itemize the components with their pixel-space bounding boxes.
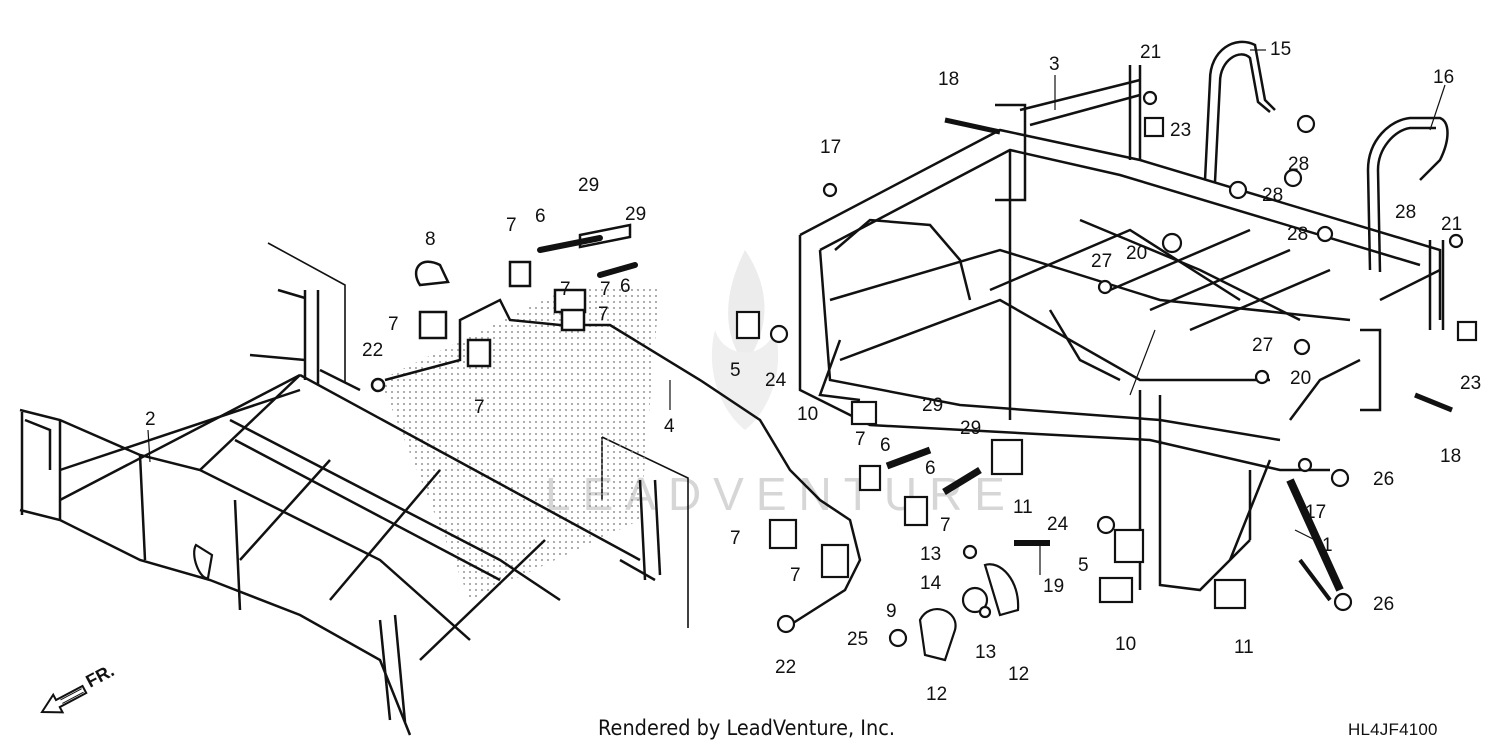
callout-label: 28: [1395, 202, 1416, 223]
callout-label: 26: [1373, 469, 1394, 490]
callout-label: 23: [1460, 373, 1481, 394]
grab-handles: [1203, 40, 1449, 273]
callout-label: 21: [1441, 214, 1462, 235]
callout-label: 10: [1115, 634, 1136, 655]
callout-label: 2: [145, 409, 156, 430]
callout-label: 7: [474, 397, 485, 418]
callout-label: 16: [1433, 67, 1454, 88]
callout-label: 29: [578, 175, 599, 196]
callout-label: 17: [1305, 502, 1326, 523]
callout-label: 7: [790, 565, 801, 586]
callout-label: 17: [820, 137, 841, 158]
callout-label: 5: [730, 360, 741, 381]
callout-label: 13: [920, 544, 941, 565]
callout-label: 27: [1091, 251, 1112, 272]
callout-label: 8: [425, 229, 436, 250]
callout-label: 28: [1287, 224, 1308, 245]
callout-label: 22: [775, 657, 796, 678]
render-credit: Rendered by LeadVenture, Inc.: [598, 716, 895, 740]
callout-label: 23: [1170, 120, 1191, 141]
callout-label: 29: [960, 418, 981, 439]
callout-label: 5: [1078, 555, 1089, 576]
callout-label: 24: [1047, 514, 1069, 535]
callout-label: 18: [938, 69, 959, 90]
callout-label: 10: [797, 404, 818, 425]
callout-label: 24: [765, 370, 787, 391]
callout-label: 26: [1373, 594, 1394, 615]
callout-label: 12: [926, 684, 947, 705]
callout-label: 6: [535, 206, 546, 227]
callout-label: 15: [1270, 39, 1291, 60]
callout-label: 7: [940, 515, 951, 536]
callout-label: 29: [625, 204, 646, 225]
callout-label: 28: [1288, 154, 1309, 175]
callout-label: 21: [1140, 42, 1161, 63]
callout-label: 14: [920, 573, 942, 594]
callout-label: 7: [560, 279, 571, 300]
callout-label: 27: [1252, 335, 1273, 356]
callout-label: 7: [730, 528, 741, 549]
callout-label: 25: [847, 629, 868, 650]
callout-label: 20: [1290, 368, 1311, 389]
leader-lines: [147, 49, 1446, 575]
callout-label: 6: [925, 458, 936, 479]
callout-label: 22: [362, 340, 383, 361]
hardware-parts: [193, 90, 1478, 662]
callout-label: 6: [880, 435, 891, 456]
callout-label: 19: [1043, 576, 1064, 597]
callout-label: 3: [1049, 54, 1060, 75]
callout-label: 13: [975, 642, 996, 663]
cable-assembly: [370, 223, 862, 627]
front-arrow-icon: [40, 684, 88, 714]
left-frame-assembly: [19, 242, 689, 736]
front-label: FR.: [82, 660, 117, 691]
callout-numbers: 1 2 3 4 5 5 6 6 6 6 7 7 7 7 7 7 7 7 7 7 …: [145, 39, 1481, 705]
callout-label: 7: [855, 429, 866, 450]
drawing-code: HL4JF4100: [1348, 720, 1438, 739]
front-direction-indicator: FR.: [40, 660, 117, 714]
right-frame-assembly: [798, 65, 1445, 602]
callout-label: 7: [598, 304, 609, 325]
callout-label: 20: [1126, 243, 1147, 264]
callout-label: 1: [1322, 535, 1333, 556]
callout-label: 7: [506, 215, 517, 236]
callout-label: 12: [1008, 664, 1029, 685]
callout-label: 6: [620, 276, 631, 297]
callout-label: 11: [1234, 637, 1254, 658]
callout-label: 9: [886, 601, 897, 622]
callout-label: 11: [1013, 497, 1033, 518]
callout-label: 4: [664, 416, 675, 437]
callout-label: 28: [1262, 185, 1283, 206]
callout-label: 29: [922, 395, 943, 416]
callout-label: 7: [600, 279, 611, 300]
callout-label: 7: [388, 314, 399, 335]
callout-label: 18: [1440, 446, 1461, 467]
